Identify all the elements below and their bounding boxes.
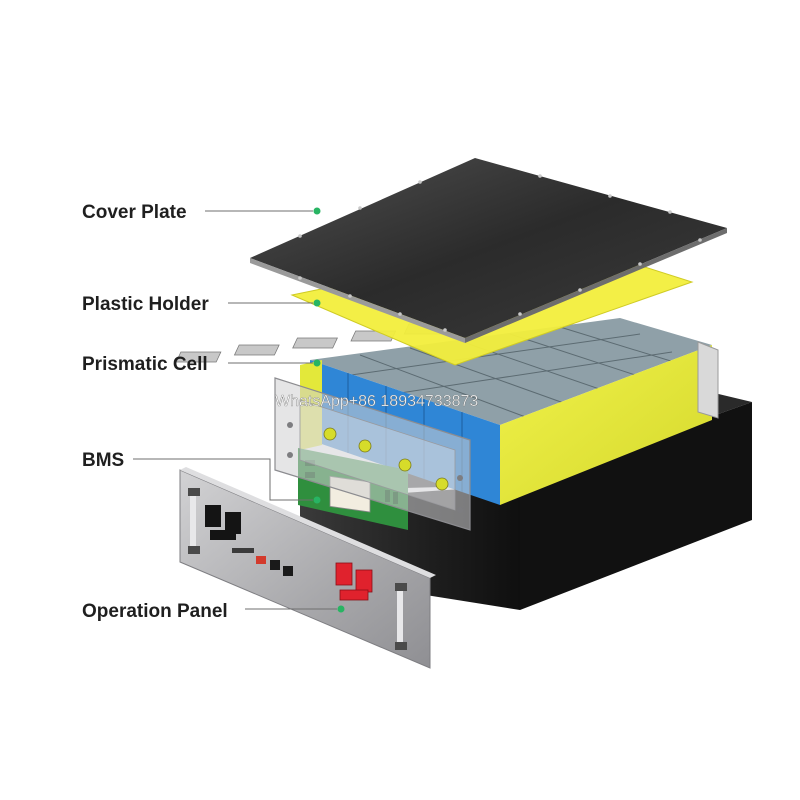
label-cover-plate: Cover Plate: [82, 202, 187, 223]
panel-handles: [190, 492, 403, 648]
label-operation-panel: Operation Panel: [82, 601, 228, 622]
cover-plate-holes: [298, 174, 702, 332]
cover-plate-top: [250, 158, 727, 338]
pointer-dots: [313, 207, 345, 613]
cover-plate: [250, 158, 727, 343]
bracket-holes: [287, 422, 463, 513]
dot-cover-plate: [313, 207, 321, 215]
positive-terminals: [335, 562, 373, 601]
leader-bms: [133, 458, 313, 501]
label-plastic-holder: Plastic Holder: [82, 294, 209, 315]
panel-plate-edge: [180, 467, 436, 578]
bracket-screws: [323, 427, 449, 491]
bracket-frame: [274, 377, 471, 531]
watermark-text: WhatsApp+86 18934733873: [275, 393, 478, 410]
bracket-window: [299, 399, 456, 511]
label-prismatic-cell: Prismatic Cell: [82, 354, 208, 375]
dot-plastic-holder: [313, 299, 321, 307]
cover-plate-edge: [250, 258, 465, 343]
label-bms: BMS: [82, 450, 124, 471]
panel-plate: [179, 469, 431, 669]
cell-yellow-side: [500, 345, 712, 505]
leader-lines: [133, 210, 337, 610]
cover-plate-edge-right: [465, 228, 727, 343]
dot-prismatic-cell: [313, 359, 321, 367]
operation-panel: [179, 467, 436, 669]
dot-bms: [313, 496, 321, 504]
module-end-bracket: [697, 341, 719, 419]
dot-operation-panel: [337, 605, 345, 613]
cell-module-top: [310, 318, 712, 425]
panel-handle-mounts: [188, 488, 407, 650]
front-bracket: [274, 377, 471, 531]
case-side: [520, 402, 752, 610]
panel-indicators: [232, 548, 293, 576]
negative-terminals: [205, 505, 241, 540]
